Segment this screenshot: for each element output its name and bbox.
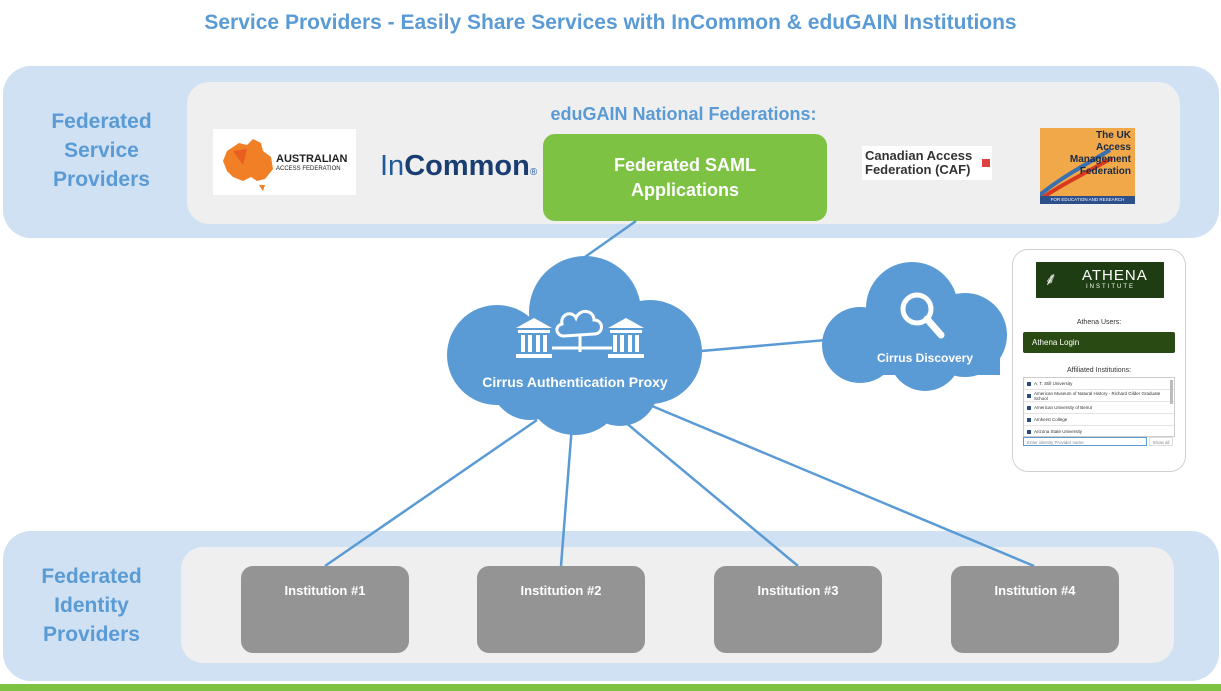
federated-saml-applications-box: Federated SAML Applications: [543, 134, 827, 221]
institution-search-input[interactable]: Enter identity Provider name: [1023, 437, 1147, 446]
athena-logo: ⸙ ATHENA INSTITUTE: [1036, 262, 1164, 298]
list-scrollbar[interactable]: [1170, 380, 1173, 404]
caf-logo: Canadian Access Federation (CAF): [862, 146, 992, 180]
caf-red-square-icon: [982, 159, 990, 167]
athena-login-button[interactable]: Athena Login: [1023, 332, 1175, 353]
institution-4-box: Institution #4: [951, 566, 1119, 653]
identity-providers-label: Federated Identity Providers: [41, 565, 142, 646]
bank-icon-right: [608, 318, 644, 358]
proxy-institution2-connector: [559, 424, 574, 567]
institution-3-box: Institution #3: [714, 566, 882, 653]
laurel-icon: ⸙: [1044, 269, 1058, 289]
cirrus-discovery-label: Cirrus Discovery: [876, 351, 974, 365]
proxy-institution3-connector: [624, 421, 799, 567]
bottom-accent-bar: [0, 684, 1221, 691]
bank-icon-left: [516, 318, 552, 358]
institution-2-box: Institution #2: [477, 566, 645, 653]
proxy-institution1-connector: [324, 418, 538, 568]
list-item[interactable]: Arizona State University: [1024, 426, 1174, 436]
uk-access-management-federation-logo: The UK Access Management Federation FOR …: [1040, 128, 1135, 204]
list-item[interactable]: Amherst College: [1024, 414, 1174, 426]
page-title: Service Providers - Easily Share Service…: [204, 11, 1017, 34]
proxy-discovery-connector: [689, 338, 827, 354]
cloud-network-icon: [516, 310, 644, 358]
australian-logo-line2: ACCESS FEDERATION: [276, 166, 341, 172]
australian-logo-line1: AUSTRALIAN: [276, 153, 348, 165]
australian-access-federation-logo: AUSTRALIAN ACCESS FEDERATION: [213, 129, 356, 195]
affiliated-institutions-label: Affiliated Institutions:: [1066, 367, 1132, 374]
athena-users-label: Athena Users:: [1076, 319, 1122, 326]
institution-1-box: Institution #1: [241, 566, 409, 653]
service-providers-label: Federated Service Providers: [51, 110, 152, 191]
show-all-button[interactable]: Show all: [1149, 437, 1173, 446]
athena-discovery-panel: ⸙ ATHENA INSTITUTE Athena Users: Athena …: [1012, 249, 1186, 472]
australia-map-icon: [223, 139, 273, 191]
cirrus-proxy-label: Cirrus Authentication Proxy: [482, 374, 668, 390]
magnifier-icon: [900, 292, 945, 339]
federations-title: eduGAIN National Federations:: [550, 104, 817, 124]
list-item[interactable]: American University of Beirut: [1024, 402, 1174, 414]
incommon-logo: InCommon®: [380, 150, 538, 182]
list-item[interactable]: A. T. Still University: [1024, 378, 1174, 390]
list-item[interactable]: American Museum of Natural History - Ric…: [1024, 390, 1174, 402]
proxy-institution4-connector: [651, 404, 1035, 568]
institution-list[interactable]: A. T. Still University American Museum o…: [1023, 377, 1175, 437]
